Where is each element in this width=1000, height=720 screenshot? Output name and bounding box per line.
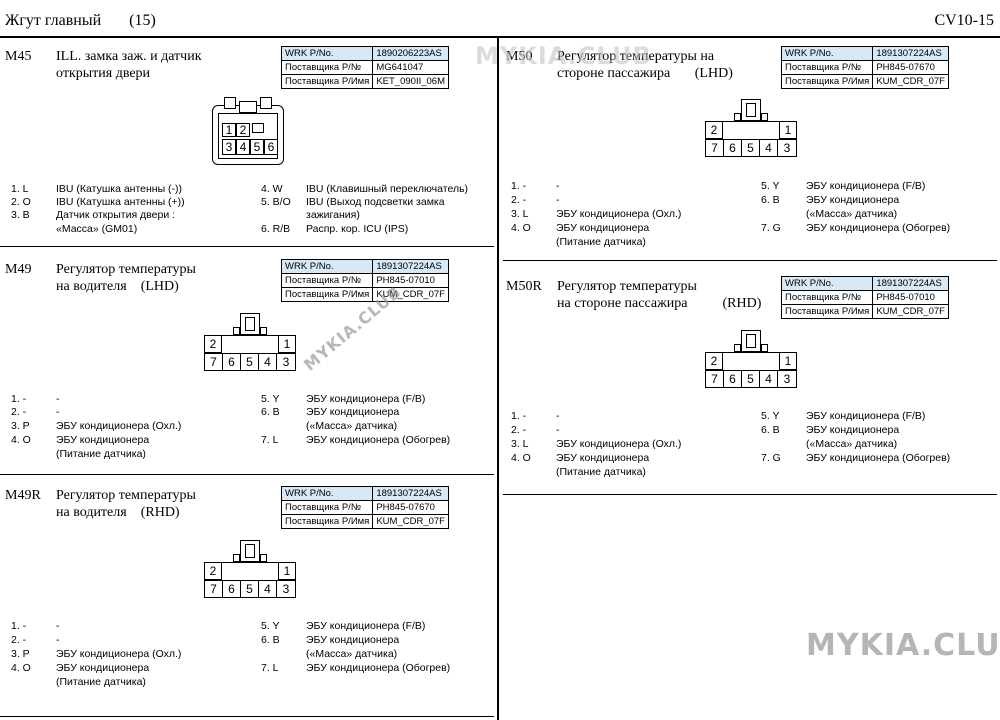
connector-title: Регулятор температуры на <box>557 49 715 64</box>
connector-title: Регулятор температуры <box>557 279 697 294</box>
pin-cell: 7 <box>204 353 223 371</box>
pin-cell: 5 <box>741 370 760 388</box>
watermark: MYKIA.CLUB <box>475 42 652 70</box>
pin-cell: 3 <box>276 353 296 371</box>
pin-cell: 4 <box>258 353 277 371</box>
pin-cell: 7 <box>705 139 724 157</box>
pin-cell: 2 <box>204 335 222 353</box>
connector-code: M49 <box>5 262 32 277</box>
connector-code: M50R <box>506 279 542 294</box>
pin-cell: 2 <box>705 352 723 370</box>
watermark: MYKIA.CLUB <box>806 628 1000 663</box>
connector-title: на водителя (RHD) <box>56 505 180 520</box>
pin-cell: 6 <box>264 139 278 155</box>
connector-diagram: 2 1 7 6 5 4 3 <box>705 330 797 388</box>
pin-cell: 4 <box>236 139 250 155</box>
pin-cell: 3 <box>777 370 797 388</box>
pin-cell: 5 <box>240 353 259 371</box>
connector-title: Регулятор температуры <box>56 262 196 277</box>
connector-diagram: 1 2 3 4 5 6 <box>212 97 284 165</box>
section-separator <box>503 494 997 495</box>
pin-cell: 6 <box>222 353 241 371</box>
connector-title: открытия двери <box>56 66 151 81</box>
pin-cell: 1 <box>779 121 797 139</box>
pin-cell: 2 <box>236 123 250 137</box>
pin-cell: 6 <box>723 139 742 157</box>
connector-code: M45 <box>5 49 32 64</box>
pin-cell: 1 <box>779 352 797 370</box>
pin-cell: 1 <box>222 123 236 137</box>
pin-cell: 6 <box>222 580 241 598</box>
pin-cell: 1 <box>278 562 296 580</box>
connector-title: на водителя (LHD) <box>56 279 179 294</box>
pin-cell: 4 <box>759 370 778 388</box>
pin-cell: 2 <box>705 121 723 139</box>
section-separator <box>503 260 997 261</box>
pin-cell: 5 <box>250 139 264 155</box>
page-header: Жгут главный (15) CV10-15 <box>0 0 1000 38</box>
section-separator <box>0 716 494 717</box>
page-code: CV10-15 <box>934 12 994 29</box>
connector-code: M50 <box>506 49 533 64</box>
connector-title: ILL. замка заж. и датчик <box>56 49 202 64</box>
section-separator <box>0 474 494 475</box>
pin-cell: 7 <box>204 580 223 598</box>
pin-cell: 3 <box>222 139 236 155</box>
pin-cell: 1 <box>278 335 296 353</box>
connector-diagram: 2 1 7 6 5 4 3 <box>204 313 296 371</box>
harness-title: Жгут главный (15) <box>5 12 156 29</box>
pin-cell: 4 <box>759 139 778 157</box>
section-separator <box>0 246 494 247</box>
pin-cell: 5 <box>741 139 760 157</box>
connector-title: стороне пассажира (LHD) <box>557 66 733 81</box>
connector-title: Регулятор температуры <box>56 488 196 503</box>
connector-title: на стороне пассажира (RHD) <box>557 296 762 311</box>
connector-code: M49R <box>5 488 41 503</box>
connector-diagram: 2 1 7 6 5 4 3 <box>705 99 797 157</box>
pin-cell: 2 <box>204 562 222 580</box>
pin-cell: 5 <box>240 580 259 598</box>
pin-cell: 3 <box>276 580 296 598</box>
pin-cell: 6 <box>723 370 742 388</box>
pin-cell: 3 <box>777 139 797 157</box>
connector-diagram: 2 1 7 6 5 4 3 <box>204 540 296 598</box>
pin-cell: 7 <box>705 370 724 388</box>
pin-cell: 4 <box>258 580 277 598</box>
column-divider <box>497 38 499 720</box>
